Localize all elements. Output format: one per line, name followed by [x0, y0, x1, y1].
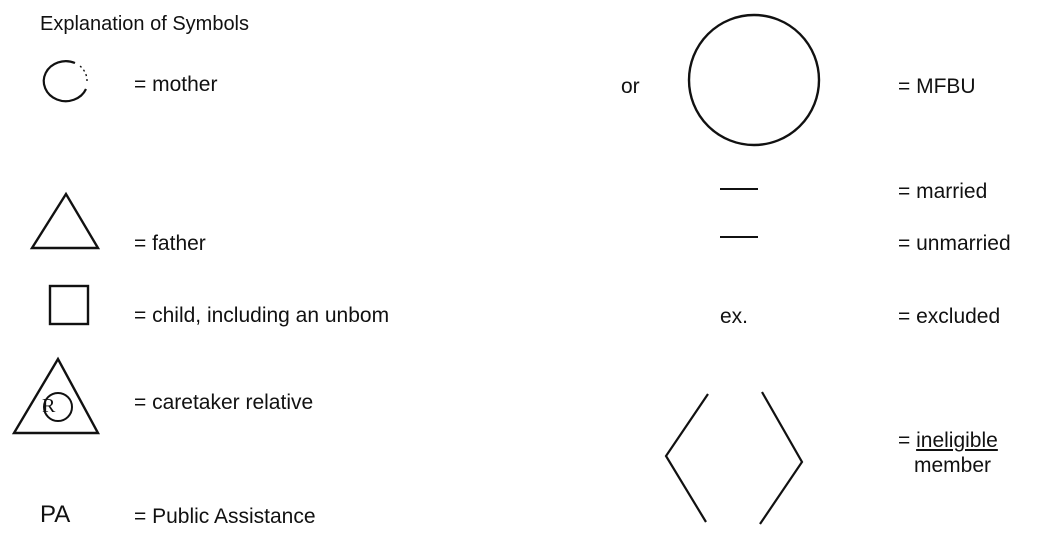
child-label: = child, including an unbom	[134, 304, 390, 327]
unmarried-line-icon	[720, 236, 758, 238]
father-triangle-icon	[29, 191, 101, 250]
father-label: = father	[134, 232, 206, 255]
mother-label: = mother	[134, 73, 218, 96]
excluded-symbol: ex.	[720, 305, 749, 328]
mfbu-label: = MFBU	[898, 75, 976, 98]
child-square-icon	[48, 284, 90, 326]
married-label: = married	[898, 180, 988, 203]
or-text: or	[621, 75, 640, 98]
pa-label: = Public Assistance	[134, 505, 316, 528]
ineligible-label-line2: member	[914, 454, 992, 477]
pa-symbol: PA	[40, 501, 71, 528]
ineligible-label-line1: = ineligible	[898, 430, 998, 451]
legend-title: Explanation of Symbols	[40, 13, 250, 35]
married-line-icon	[720, 188, 758, 190]
unmarried-label: = unmarried	[898, 232, 1011, 255]
caretaker-label: = caretaker relative	[134, 391, 314, 414]
excluded-label: = excluded	[898, 305, 1001, 328]
caretaker-triangle-icon	[11, 356, 101, 435]
mfbu-circle-icon	[687, 13, 821, 147]
ineligible-prefix: =	[898, 429, 917, 452]
ineligible-brackets-icon	[664, 391, 804, 525]
mother-circle-icon	[42, 60, 88, 103]
caretaker-letter: R	[42, 395, 56, 417]
ineligible-word: ineligible	[916, 429, 998, 452]
